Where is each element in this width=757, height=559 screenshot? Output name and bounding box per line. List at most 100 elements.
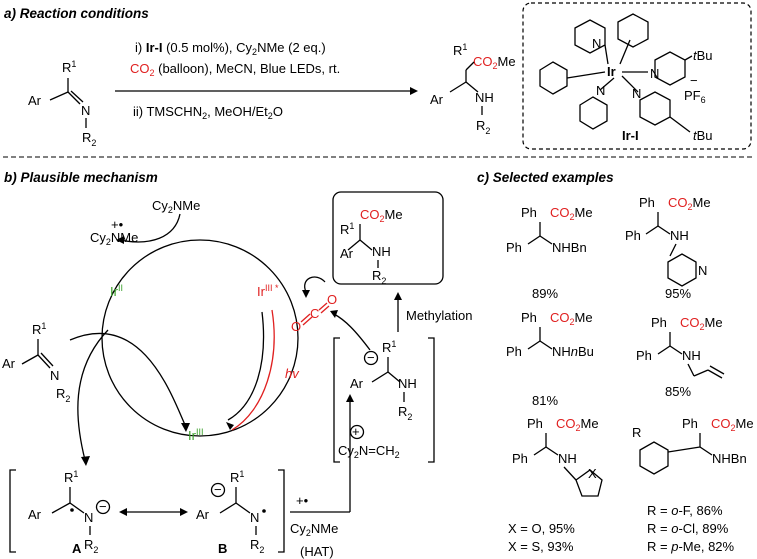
svg-text:R2: R2 (398, 404, 412, 422)
iminium-ion: Cy2N=CH2 (338, 443, 400, 460)
svg-text:X: X (588, 466, 597, 481)
yield-1: 89% (532, 286, 558, 301)
svg-text:CO2Me: CO2Me (668, 195, 711, 212)
thiophene-yield: X = S, 93% (508, 539, 574, 554)
boxed-product: CO2Me R1 Ar NH R2 (340, 207, 403, 286)
svg-text:N: N (596, 83, 605, 98)
svg-text:N: N (632, 86, 641, 101)
yield-4: 85% (665, 384, 691, 399)
svg-text:R1: R1 (32, 321, 46, 337)
svg-text:R1: R1 (62, 59, 76, 75)
example-3: Ph CO2Me Ph NHnBu (506, 310, 594, 359)
svg-text:Ph: Ph (521, 310, 537, 325)
svg-text:Ph: Ph (682, 416, 698, 431)
amine-radical-cation: Cy2NMe (90, 230, 138, 247)
subst-oCl: R = o-Cl, 89% (647, 521, 729, 536)
hat-label: (HAT) (300, 544, 334, 559)
svg-text:Ir: Ir (607, 64, 616, 79)
svg-text:Ph: Ph (521, 205, 537, 220)
hv-label: hv (285, 366, 300, 381)
svg-text:NH: NH (398, 376, 417, 391)
svg-text:NH: NH (670, 228, 689, 243)
co2-molecule: O C O (291, 292, 337, 334)
condition-line-3: ii) TMSCHN2, MeOH/Et2O (133, 104, 283, 121)
imine-reactant: R1 Ar N R2 (28, 59, 96, 148)
svg-text:R2: R2 (84, 537, 98, 555)
example-5: Ph CO2Me Ph NH X (512, 416, 603, 497)
svg-text:NHnBu: NHnBu (552, 344, 594, 359)
radical-anion-A: R1 Ar N − R2 (9, 469, 111, 555)
svg-text:−: − (214, 482, 222, 497)
svg-text:NH: NH (558, 451, 577, 466)
svg-text:Ph: Ph (636, 348, 652, 363)
amine-top: Cy2NMe (152, 198, 200, 215)
example-4: Ph CO2Me Ph NH (636, 315, 725, 379)
svg-text:−: − (99, 499, 107, 514)
svg-text:Ar: Ar (28, 507, 42, 522)
svg-text:R1: R1 (382, 339, 396, 355)
yield-2: 95% (665, 286, 691, 301)
hat-amine: Cy2NMe (290, 521, 338, 538)
svg-text:R1: R1 (340, 221, 354, 237)
svg-text:CO2Me: CO2Me (680, 315, 723, 332)
svg-text:N: N (250, 510, 259, 525)
svg-text:tBu: tBu (693, 128, 713, 143)
label-A: A (72, 541, 82, 556)
svg-text:N: N (84, 510, 93, 525)
catalyst-label: Ir-I (622, 128, 639, 143)
svg-text:R2: R2 (250, 537, 264, 555)
svg-text:NH: NH (475, 90, 494, 105)
svg-text:+•: +• (111, 217, 124, 232)
section-a-title: a) Reaction conditions (4, 6, 149, 21)
svg-text:CO2Me: CO2Me (473, 54, 516, 71)
subst-pMe: R = p-Me, 82% (647, 539, 735, 554)
section-c-title: c) Selected examples (477, 170, 614, 185)
condition-line-2: CO2 (balloon), MeCN, Blue LEDs, rt. (130, 61, 340, 78)
svg-text:N: N (50, 368, 59, 383)
svg-text:Ph: Ph (506, 344, 522, 359)
svg-text:R1: R1 (453, 42, 467, 58)
svg-text:+•: +• (296, 493, 309, 508)
svg-text:Ar: Ar (196, 507, 210, 522)
condition-line-1: i) Ir-I (0.5 mol%), Cy2NMe (2 eq.) (135, 40, 326, 57)
svg-text:NHBn: NHBn (552, 240, 587, 255)
svg-text:CO2Me: CO2Me (360, 207, 403, 224)
label-B: B (218, 541, 227, 556)
photoredox-cycle (101, 239, 299, 437)
svg-text:Ph: Ph (639, 195, 655, 210)
imine-substrate: R1 Ar N R2 (2, 321, 70, 404)
furan-yield: X = O, 95% (508, 521, 575, 536)
svg-text:R: R (632, 425, 641, 440)
example-1: Ph CO2Me Ph NHBn (506, 205, 593, 255)
example-6: R Ph CO2Me NHBn (632, 416, 754, 475)
svg-text:+: + (352, 424, 360, 439)
svg-text:Ar: Ar (28, 93, 42, 108)
svg-text:CO2Me: CO2Me (550, 205, 593, 222)
svg-text:Ph: Ph (625, 228, 641, 243)
svg-text:NH: NH (682, 348, 701, 363)
svg-text:Ph: Ph (527, 416, 543, 431)
svg-text:Ph: Ph (512, 451, 528, 466)
svg-text:−: − (690, 73, 698, 88)
radical-anion-B: − R1 Ar N R2 (196, 469, 285, 555)
svg-text:Ph: Ph (506, 240, 522, 255)
svg-text:R2: R2 (476, 118, 490, 136)
svg-text:CO2Me: CO2Me (550, 310, 593, 327)
ir-iii-star-label: IrIII * (257, 283, 279, 299)
svg-text:R2: R2 (372, 268, 386, 286)
svg-text:PF6: PF6 (684, 88, 706, 105)
svg-text:N: N (650, 66, 659, 81)
section-b-title: b) Plausible mechanism (4, 170, 158, 185)
catalyst-box (522, 2, 752, 150)
svg-text:Ar: Ar (2, 356, 16, 371)
svg-text:N: N (592, 36, 601, 51)
svg-text:Ph: Ph (651, 315, 667, 330)
methylation-label: Methylation (406, 308, 472, 323)
svg-text:C: C (310, 306, 319, 321)
svg-text:NHBn: NHBn (712, 451, 747, 466)
ir-ii-label: IrII (110, 283, 123, 299)
svg-text:R1: R1 (64, 469, 78, 485)
product-box (332, 191, 444, 285)
svg-text:R2: R2 (82, 130, 96, 148)
